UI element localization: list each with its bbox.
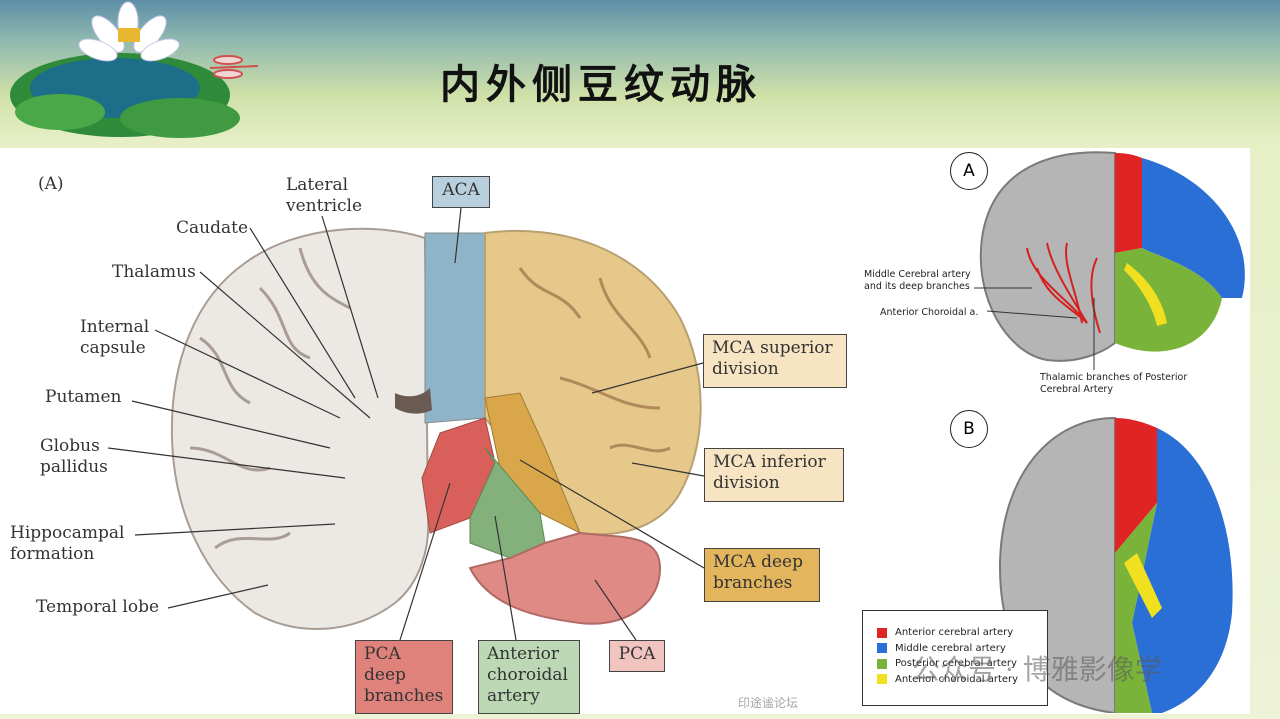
legend-item: Anterior cerebral artery [877,625,1047,641]
box-mca-deep: MCA deep branches [704,548,820,602]
box-pca-deep: PCA deep branches [355,640,453,714]
box-aca: ACA [432,176,490,208]
label-temporal-lobe: Temporal lobe [36,597,160,617]
ant-choroidal-territory [469,447,546,559]
panel-label-a-circle: A [950,152,988,190]
legend-item: Posterior cerebral artery [877,656,1047,672]
legend-swatch [877,627,887,638]
label-thalamic-branches: Thalamic branches of Posterior Cerebral … [1040,372,1188,395]
wechat-watermark: 公众号 · 博雅影像学 [912,653,1163,686]
box-mca-inferior: MCA inferior division [704,448,844,502]
label-putamen: Putamen [45,387,122,407]
legend-swatch [877,674,887,685]
legend-label: Anterior cerebral artery [895,627,1014,639]
label-mca-deep-branches: Middle Cerebral artery and its deep bran… [864,269,971,292]
legend-label: Middle cerebral artery [895,642,1006,654]
artery-legend: Anterior cerebral artery Middle cerebral… [862,610,1048,706]
label-thalamus: Thalamus [112,262,196,282]
label-lateral-ventricle: Lateral ventricle [286,175,363,216]
box-mca-superior: MCA superior division [703,334,847,388]
forum-watermark: 印途谧论坛 [738,696,799,710]
legend-swatch [877,658,887,669]
label-globus-pallidus: Globus pallidus [40,436,108,477]
box-anterior-choroidal: Anterior choroidal artery [478,640,580,714]
legend-item: Middle cerebral artery [877,641,1047,657]
legend-swatch [877,643,887,654]
legend-label: Anterior choroidal artery [895,673,1019,685]
legend-item: Anterior choroidal artery [877,672,1047,688]
label-internal-capsule: Internal capsule [80,317,150,358]
panel-label-b-circle: B [950,410,988,448]
slide-title: 内外侧豆纹动脉 [440,62,762,108]
legend-label: Posterior cerebral artery [895,658,1017,670]
right-leader-lines [974,287,1095,370]
lotus-pond-logo [10,1,259,138]
label-caudate: Caudate [176,218,249,238]
panel-label-a: (A) [38,174,64,194]
label-anterior-choroidal: Anterior Choroidal a. [880,307,979,318]
axial-brain-diagram-a [979,151,1245,362]
leader-lines [107,207,705,641]
box-pca: PCA [609,640,665,672]
label-hippocampal-formation: Hippocampal formation [10,523,125,564]
coronal-section-figure: (A) Lateral ventricle Caudate Thalamus I… [0,148,862,714]
pca-territory [468,531,662,625]
axial-brain-diagram-b [998,416,1233,713]
